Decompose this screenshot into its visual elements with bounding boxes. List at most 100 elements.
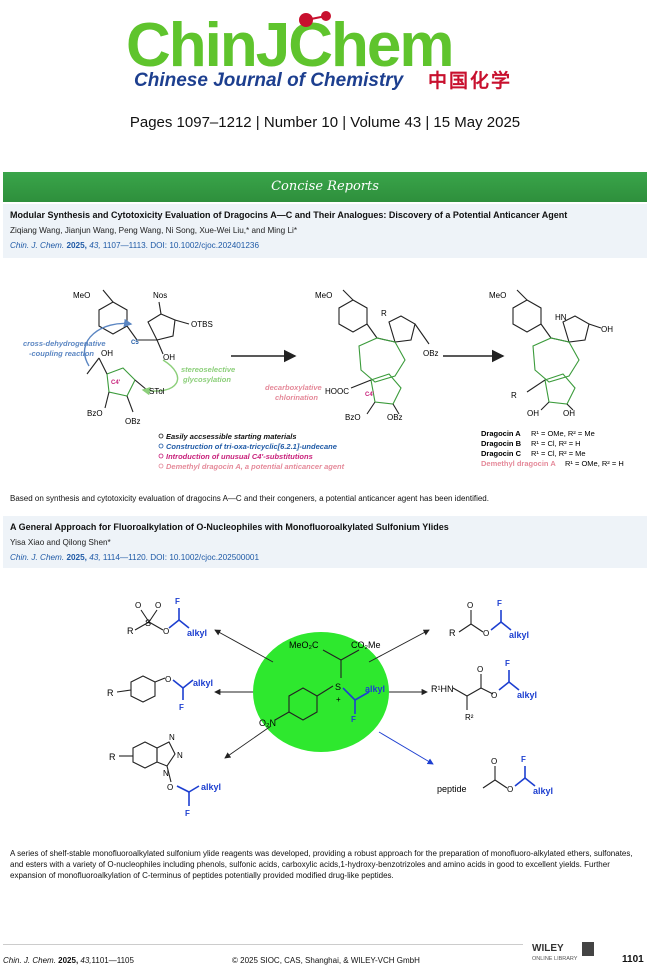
article-2-citation[interactable]: Chin. J. Chem. 2025, 43, 1114—1120. DOI:… bbox=[10, 553, 259, 562]
compound-1-name: Dragocin A bbox=[481, 429, 521, 438]
compound-3-desc: R¹ = Cl, R² = Me bbox=[531, 449, 586, 458]
product-ether: R O alkyl F bbox=[107, 675, 213, 712]
arrow-to-ester bbox=[368, 629, 430, 663]
cite-pages-doi: 1114—1120. DOI: 10.1002/cjoc.202500001 bbox=[102, 553, 260, 562]
sugar-ring bbox=[370, 373, 402, 405]
section-title: Concise Reports bbox=[271, 179, 379, 194]
label-alkyl: alkyl bbox=[533, 786, 553, 796]
label-meo: MeO bbox=[315, 291, 332, 300]
article-2-title[interactable]: A General Approach for Fluoroalkylation … bbox=[10, 522, 449, 532]
compound-2-desc: R¹ = Cl, R² = H bbox=[531, 439, 581, 448]
footer-year: 2025, bbox=[58, 956, 79, 965]
product-peptide: peptide O O F alkyl bbox=[437, 755, 553, 796]
label-c4: C4' bbox=[111, 380, 121, 386]
compound-list: Dragocin A R¹ = OMe, R² = Me Dragocin B … bbox=[481, 429, 624, 468]
label-r: R bbox=[109, 752, 116, 762]
label-r1hn: R¹HN bbox=[431, 684, 454, 694]
label-obz: OBz bbox=[125, 417, 141, 426]
feature-bullets: Easily accsessible starting materials Co… bbox=[158, 432, 345, 471]
label-alkyl: alkyl bbox=[193, 678, 213, 688]
label-stereo-1: stereoselective bbox=[181, 365, 235, 374]
label-r: R bbox=[127, 626, 134, 636]
article-2-header bbox=[3, 516, 647, 568]
benzene-ring bbox=[512, 299, 542, 333]
compound-3-name: Dragocin C bbox=[481, 449, 522, 458]
label-o: O bbox=[491, 691, 497, 700]
article-1-summary: Based on synthesis and cytotoxicity eval… bbox=[10, 494, 489, 503]
sugar-ring bbox=[106, 367, 136, 397]
label-alkyl: alkyl bbox=[187, 628, 207, 638]
compound-2-name: Dragocin B bbox=[481, 439, 522, 448]
label-f: F bbox=[179, 703, 184, 712]
article-1-graphical-abstract: MeO Nos OTBS C5 OH OH STol BzO OBz C4' c… bbox=[23, 289, 624, 471]
label-o: O bbox=[167, 783, 173, 792]
article-1-citation[interactable]: Chin. J. Chem. 2025, 43, 1107—1113. DOI:… bbox=[10, 241, 259, 250]
page-number: 1101 bbox=[622, 954, 644, 965]
reagent-plus: + bbox=[336, 695, 341, 704]
macrocycle-ring bbox=[358, 337, 406, 383]
label-meo: MeO bbox=[73, 291, 90, 300]
wiley-logo[interactable]: WILEY ONLINE LIBRARY bbox=[530, 940, 600, 962]
reagent-f: F bbox=[351, 715, 356, 724]
logo-wordmark: ChinJChem bbox=[126, 11, 452, 80]
article-1-header bbox=[3, 204, 647, 258]
label-n: N bbox=[163, 769, 169, 778]
label-o: O bbox=[491, 757, 497, 766]
reagent-alkyl: alkyl bbox=[365, 684, 385, 694]
reagent-co2me: CO₂Me bbox=[351, 640, 381, 650]
label-r1: R bbox=[511, 391, 517, 400]
bullet-3: Introduction of unusual C4'-substitution… bbox=[166, 452, 313, 461]
reagent-meo2c: MeO₂C bbox=[289, 640, 319, 650]
logo-molecule-bond bbox=[305, 15, 327, 21]
label-stereo-2: glycosylation bbox=[182, 375, 231, 384]
product-ester: R O O F alkyl bbox=[449, 599, 529, 640]
reagent-s: S bbox=[335, 682, 341, 692]
bullet-1: Easily accsessible starting materials bbox=[166, 432, 297, 441]
article-1-title[interactable]: Modular Synthesis and Cytotoxicity Evalu… bbox=[10, 210, 568, 220]
cite-year: 2025, bbox=[66, 241, 87, 250]
label-nos: Nos bbox=[153, 291, 167, 300]
label-bzo: BzO bbox=[345, 413, 361, 422]
label-stol: STol bbox=[149, 387, 165, 396]
label-oh: OH bbox=[527, 409, 539, 418]
product-amino-ester: R¹HN O O R² F alkyl bbox=[431, 659, 537, 722]
label-s: S bbox=[145, 618, 151, 628]
footer-pages: 1101—1105 bbox=[91, 956, 134, 965]
label-peptide: peptide bbox=[437, 784, 467, 794]
pyrrolidine-ring bbox=[388, 315, 416, 343]
pyrrolidine-ring bbox=[562, 315, 590, 343]
label-obz: OBz bbox=[423, 349, 439, 358]
article-2-authors: Yisa Xiao and Qilong Shen* bbox=[10, 538, 111, 547]
reagent-highlight bbox=[253, 632, 389, 752]
label-decarb-2: chlorination bbox=[275, 393, 318, 402]
label-alkyl: alkyl bbox=[509, 630, 529, 640]
sugar-ring bbox=[544, 373, 576, 405]
label-c5: C5 bbox=[131, 340, 139, 346]
arrow-to-peptide bbox=[378, 731, 434, 765]
label-oh: OH bbox=[101, 349, 113, 358]
footer-citation: Chin. J. Chem. 2025, 43,1101—1105 bbox=[3, 956, 134, 965]
cite-pages-doi: 1107—1113. DOI: 10.1002/cjoc.202401236 bbox=[102, 241, 260, 250]
cite-year: 2025, bbox=[66, 553, 87, 562]
section-header: Concise Reports bbox=[3, 172, 647, 202]
label-n: N bbox=[169, 733, 175, 742]
article-2-summary: A series of shelf-stable monofluoroalkyl… bbox=[10, 849, 633, 880]
macrocycle-ring bbox=[532, 337, 580, 383]
label-o: O bbox=[477, 665, 483, 674]
benzene-ring bbox=[98, 301, 128, 335]
label-hn: HN bbox=[555, 313, 567, 322]
label-o: O bbox=[467, 601, 473, 610]
article-1-authors: Ziqiang Wang, Jianjun Wang, Peng Wang, N… bbox=[10, 226, 298, 235]
cite-volume: 43, bbox=[89, 553, 101, 562]
label-oh: OH bbox=[163, 353, 175, 362]
label-cdc-2: -coupling reaction bbox=[29, 349, 94, 358]
label-obz: OBz bbox=[387, 413, 403, 422]
label-f: F bbox=[497, 599, 502, 608]
footer-volume: 43, bbox=[80, 956, 92, 965]
label-r: R bbox=[449, 628, 456, 638]
wiley-subtitle: ONLINE LIBRARY bbox=[532, 956, 578, 962]
label-o: O bbox=[483, 629, 489, 638]
label-o: O bbox=[163, 627, 169, 636]
label-o: O bbox=[155, 601, 161, 610]
label-o: O bbox=[507, 785, 513, 794]
